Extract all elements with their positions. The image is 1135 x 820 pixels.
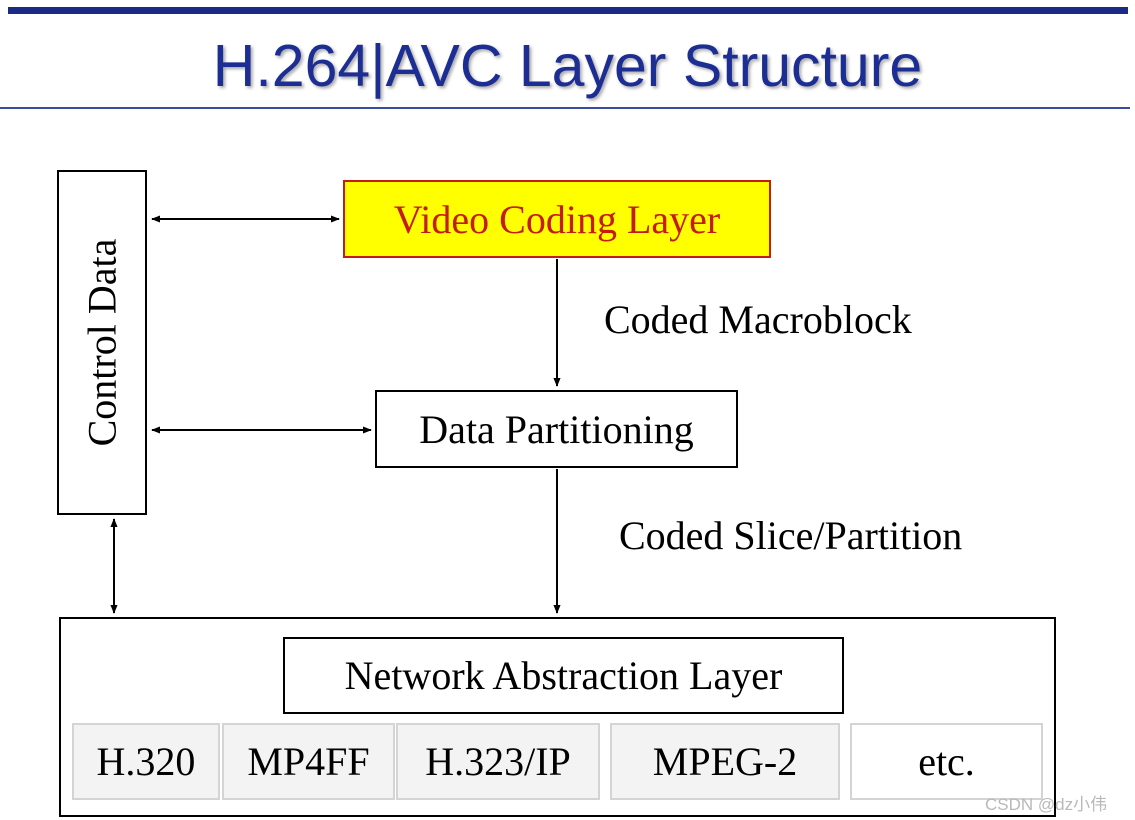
watermark: CSDN @dz小伟 xyxy=(985,795,1108,814)
protocol-mpeg2: MPEG-2 xyxy=(610,723,840,800)
top-rule xyxy=(8,7,1128,14)
control-data-box: Control Data xyxy=(57,170,147,515)
title-underline xyxy=(0,107,1130,109)
protocol-mp4ff: MP4FF xyxy=(222,723,395,800)
protocol-h323-ip: H.323/IP xyxy=(396,723,600,800)
page-title: H.264|AVC Layer Structure xyxy=(212,33,923,99)
data-partitioning-box: Data Partitioning xyxy=(375,390,738,468)
coded-macroblock-label: Coded Macroblock xyxy=(604,297,912,342)
network-abstraction-layer-box: Network Abstraction Layer xyxy=(283,637,844,714)
coded-slice-partition-label: Coded Slice/Partition xyxy=(619,513,963,558)
control-data-label: Control Data xyxy=(79,238,125,447)
video-coding-layer-box: Video Coding Layer xyxy=(343,180,771,258)
protocol-h320: H.320 xyxy=(72,723,220,800)
protocol-etc: etc. xyxy=(850,723,1043,800)
